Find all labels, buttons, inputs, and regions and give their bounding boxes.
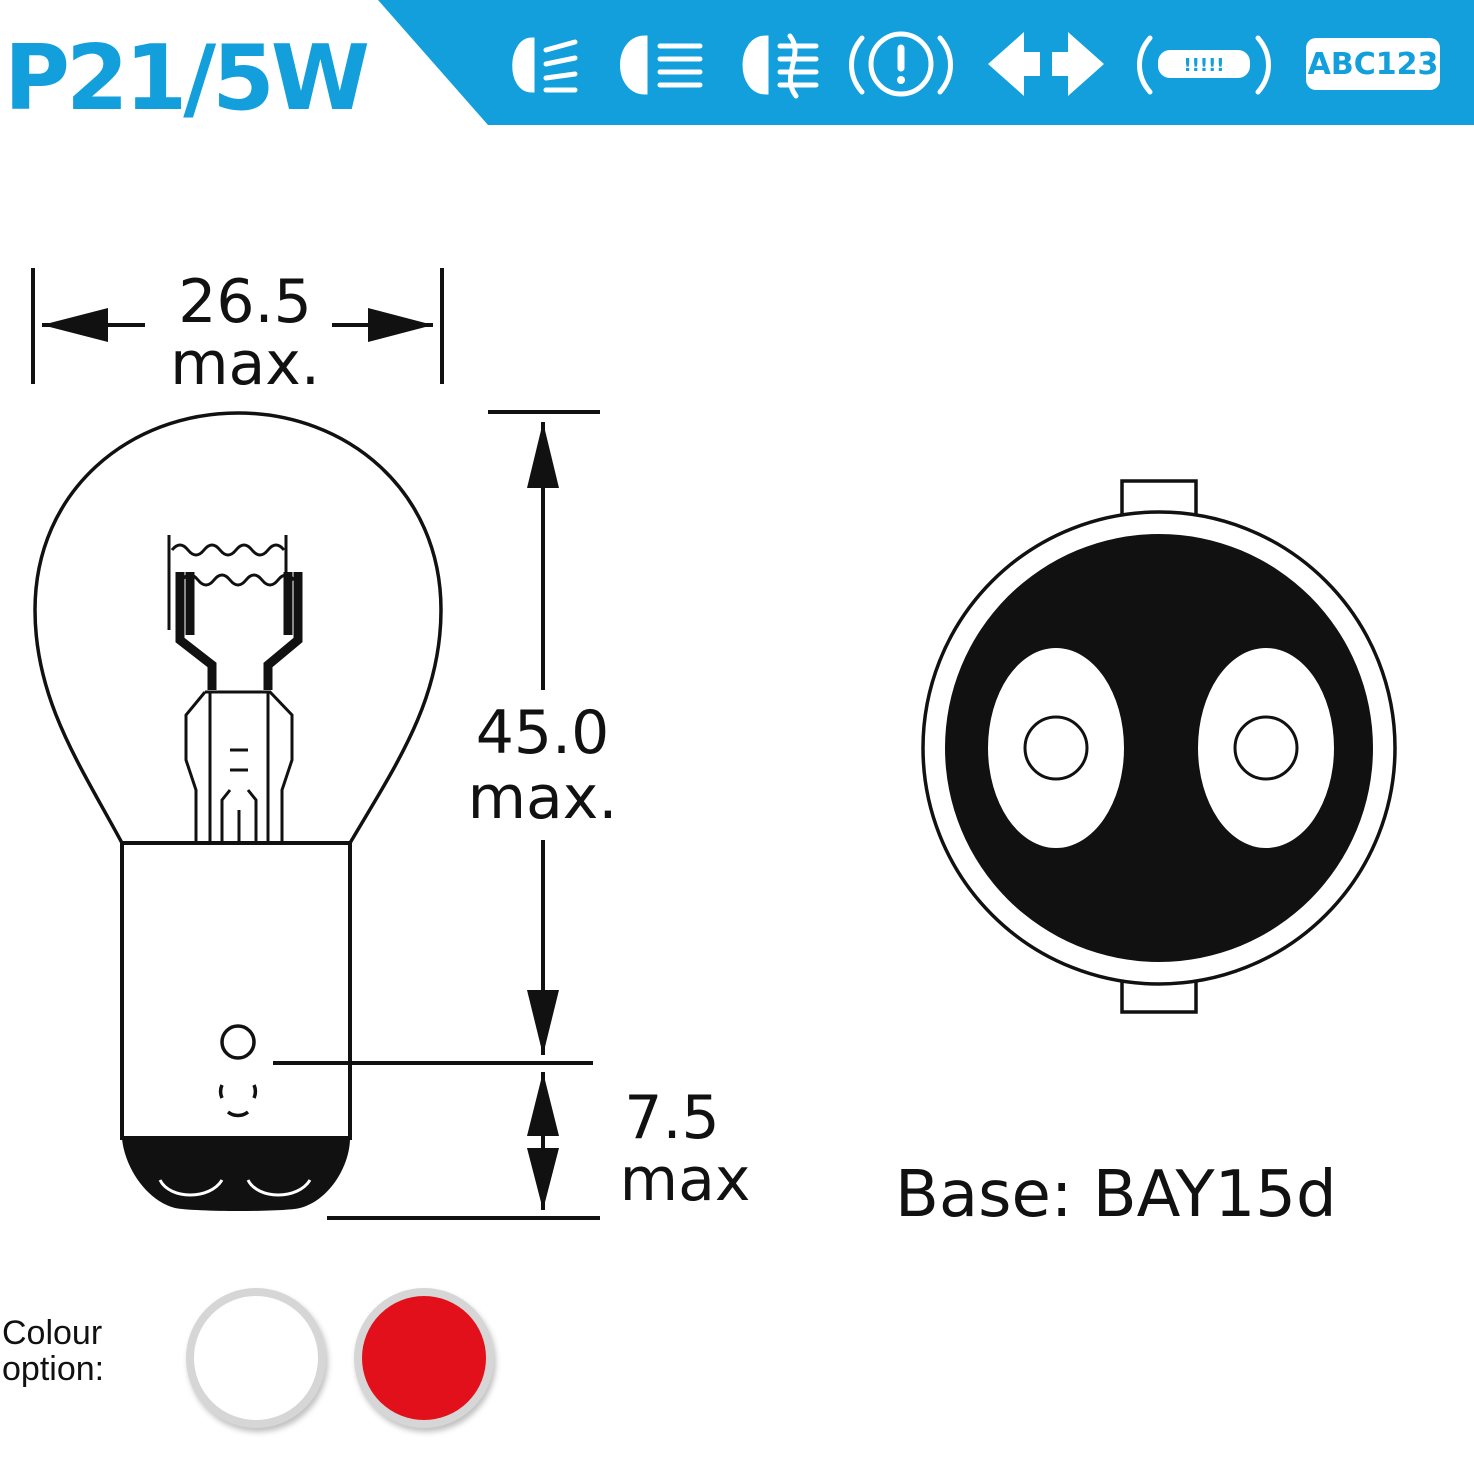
base-end-view bbox=[921, 479, 1397, 1014]
colour-label-line1: Colour bbox=[2, 1314, 103, 1352]
bulb-glass bbox=[33, 411, 443, 844]
warning-icon bbox=[849, 31, 953, 97]
turn-signal-icon bbox=[988, 32, 1104, 96]
low-beam-icon bbox=[512, 37, 578, 93]
high-beam-icon bbox=[620, 35, 703, 95]
plate-text: ABC123 bbox=[1308, 47, 1439, 82]
plate-marks: !!!!! bbox=[1183, 55, 1224, 76]
bulb-type-title: P21/5W bbox=[4, 26, 370, 131]
width-value: 26.5 bbox=[178, 267, 312, 337]
colour-label-line2: option: bbox=[2, 1349, 105, 1388]
license-plate-icon bbox=[1137, 35, 1271, 95]
height-dimension bbox=[488, 410, 600, 1055]
width-unit: max. bbox=[170, 329, 320, 399]
base-type-label: Base: BAY15d bbox=[895, 1158, 1337, 1232]
filament-assembly bbox=[167, 535, 303, 843]
pin-unit: max bbox=[619, 1145, 751, 1215]
banner-stripe bbox=[378, 0, 1474, 125]
bayonet-pin bbox=[220, 1024, 256, 1060]
fog-light-icon bbox=[742, 33, 819, 99]
bulb-base bbox=[120, 841, 352, 1211]
height-value: 45.0 bbox=[475, 698, 610, 768]
header-banner: !!!!! ABC123 bbox=[378, 0, 1474, 125]
pin-value: 7.5 bbox=[624, 1083, 720, 1153]
pin-dimension bbox=[273, 1061, 600, 1220]
height-unit: max. bbox=[467, 763, 618, 833]
colour-option-label: Colour option: bbox=[2, 1314, 105, 1388]
width-dimension bbox=[31, 268, 444, 384]
colour-swatch-white[interactable] bbox=[186, 1288, 326, 1428]
colour-swatch-red[interactable] bbox=[354, 1288, 494, 1428]
plate-badge bbox=[1306, 38, 1440, 90]
